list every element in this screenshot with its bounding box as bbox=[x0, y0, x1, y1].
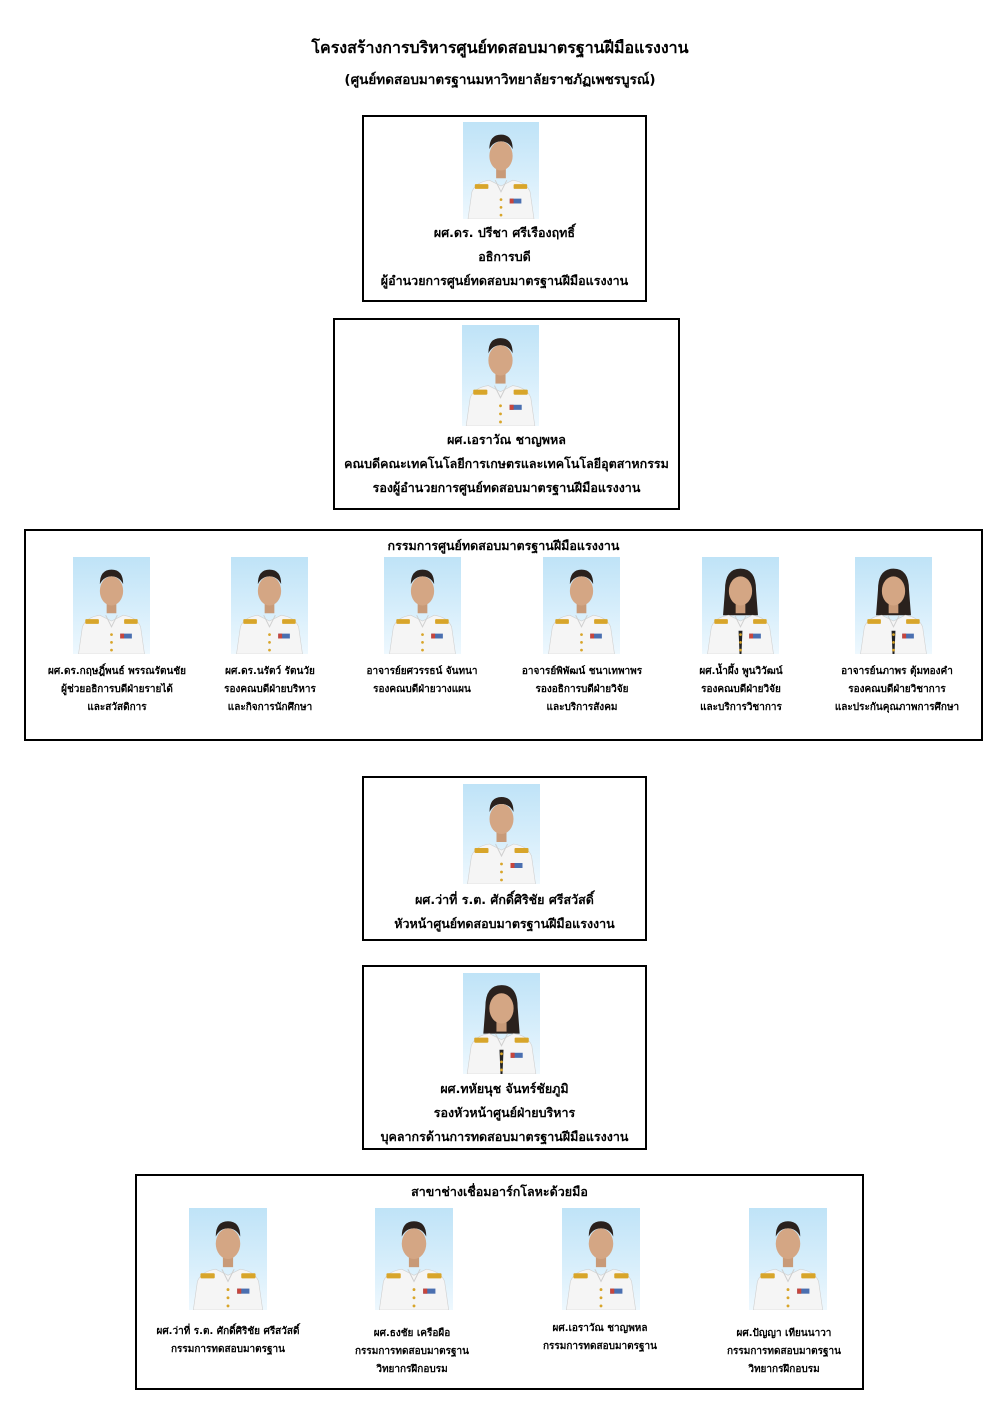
welding-photo bbox=[749, 1208, 827, 1310]
deputy-director-position: คณบดีคณะเทคโนโลยีการเกษตรและเทคโนโลยีอุต… bbox=[344, 456, 669, 471]
welding-member-name: ผศ.ธงชัย เครือผือ bbox=[373, 1328, 451, 1339]
committee-member-position-cont: และสวัสดิการ bbox=[87, 702, 147, 713]
deputy-head-role: บุคลากรด้านการทดสอบมาตรฐานฝีมือแรงงาน bbox=[380, 1129, 629, 1144]
welding-member-name: ผศ.ปัญญา เทียนนาวา bbox=[736, 1328, 832, 1339]
committee-member-position: รองคณบดีฝ่ายบริหาร bbox=[224, 684, 316, 695]
page-subtitle: (ศูนย์ทดสอบมาตรฐานมหาวิทยาลัยราชภัฏเพชรบ… bbox=[344, 72, 656, 88]
committee-member-position-cont: และประกันคุณภาพการศึกษา bbox=[834, 702, 960, 713]
committee-member-name: อาจารย์นภาพร ตุ้มทองคำ bbox=[841, 666, 953, 677]
center-head-photo bbox=[463, 784, 540, 884]
committee-photo bbox=[384, 557, 461, 654]
committee-photo bbox=[855, 557, 932, 654]
committee-photo bbox=[73, 557, 150, 654]
committee-member-position: รองอธิการบดีฝ่ายวิจัย bbox=[535, 684, 629, 695]
deputy-head-position: รองหัวหน้าศูนย์ฝ่ายบริหาร bbox=[433, 1105, 576, 1120]
welding-photo bbox=[562, 1208, 640, 1310]
welding-member-position: กรรมการทดสอบมาตรฐาน bbox=[726, 1346, 841, 1357]
committee-member-position-cont: และกิจการนักศึกษา bbox=[227, 702, 313, 713]
deputy-director-card: ผศ.เอราวัณ ชาญพหล คณบดีคณะเทคโนโลยีการเก… bbox=[333, 318, 680, 510]
committee-member-position: ผู้ช่วยอธิการบดีฝ่ายรายได้ bbox=[61, 684, 173, 695]
president-position: อธิการบดี bbox=[478, 249, 531, 264]
deputy-director-role: รองผู้อำนวยการศูนย์ทดสอบมาตรฐานฝีมือแรงง… bbox=[372, 480, 641, 495]
welding-member-position-cont: วิทยากรฝึกอบรม bbox=[376, 1364, 448, 1375]
welding-member-position-cont: วิทยากรฝึกอบรม bbox=[748, 1364, 820, 1375]
committee-member-position: รองคณบดีฝ่ายวางแผน bbox=[373, 684, 471, 695]
committee-member-name: ผศ.น้ำผึ้ง พูนวิวัฒน์ bbox=[699, 666, 783, 677]
deputy-head-photo bbox=[463, 973, 540, 1074]
president-name: ผศ.ดร. ปรีชา ศรีเรืองฤทธิ์ bbox=[433, 225, 576, 240]
center-head-name: ผศ.ว่าที่ ร.ต. ศักดิ์ศิริชัย ศรีสวัสดิ์ bbox=[415, 892, 594, 907]
committee-group: กรรมการศูนย์ทดสอบมาตรฐานฝีมือแรงงาน ผศ.ด… bbox=[24, 529, 983, 741]
president-role: ผู้อำนวยการศูนย์ทดสอบมาตรฐานฝีมือแรงงาน bbox=[380, 273, 629, 288]
center-head-card: ผศ.ว่าที่ ร.ต. ศักดิ์ศิริชัย ศรีสวัสดิ์ … bbox=[362, 776, 647, 941]
committee-title: กรรมการศูนย์ทดสอบมาตรฐานฝีมือแรงงาน bbox=[387, 538, 620, 553]
welding-member-name: ผศ.ว่าที่ ร.ต. ศักดิ์ศิริชัย ศรีสวัสดิ์ bbox=[156, 1326, 300, 1337]
president-photo bbox=[463, 122, 539, 219]
center-head-role: หัวหน้าศูนย์ทดสอบมาตรฐานฝีมือแรงงาน bbox=[394, 916, 615, 931]
committee-photo bbox=[702, 557, 779, 654]
president-card: ผศ.ดร. ปรีชา ศรีเรืองฤทธิ์ อธิการบดี ผู้… bbox=[362, 115, 647, 302]
deputy-head-name: ผศ.ทหัยนุช จันทร์ชัยภูมิ bbox=[440, 1081, 569, 1096]
deputy-head-card: ผศ.ทหัยนุช จันทร์ชัยภูมิ รองหัวหน้าศูนย์… bbox=[362, 965, 647, 1150]
welding-group: สาขาช่างเชื่อมอาร์กโลหะด้วยมือ ผศ.ว่าที่… bbox=[135, 1174, 864, 1390]
committee-member-name: ผศ.ดร.กฤษฎิ์พนธ์ พรรณรัตนชัย bbox=[47, 666, 187, 677]
committee-member-name: อาจารย์ยศวรรธน์ จันทนา bbox=[366, 666, 478, 677]
committee-photo bbox=[543, 557, 620, 654]
committee-member-position: รองคณบดีฝ่ายวิชาการ bbox=[848, 684, 946, 695]
welding-photo bbox=[189, 1208, 267, 1310]
welding-member-name: ผศ.เอราวัณ ชาญพหล bbox=[552, 1323, 648, 1334]
deputy-director-name: ผศ.เอราวัณ ชาญพหล bbox=[447, 432, 566, 447]
welding-title: สาขาช่างเชื่อมอาร์กโลหะด้วยมือ bbox=[411, 1184, 588, 1199]
welding-member-position: กรรมการทดสอบมาตรฐาน bbox=[170, 1344, 285, 1355]
deputy-director-photo bbox=[462, 325, 539, 426]
committee-member-name: อาจารย์พิพัฒน์ ชนาเทพาพร bbox=[521, 666, 643, 677]
welding-member-position: กรรมการทดสอบมาตรฐาน bbox=[354, 1346, 469, 1357]
page-title: โครงสร้างการบริหารศูนย์ทดสอบมาตรฐานฝีมือ… bbox=[311, 38, 689, 57]
committee-member-name: ผศ.ดร.นรัตว์ รัตนวัย bbox=[225, 666, 315, 677]
committee-member-position-cont: และบริการสังคม bbox=[546, 702, 618, 713]
committee-photo bbox=[231, 557, 308, 654]
committee-member-position: รองคณบดีฝ่ายวิจัย bbox=[701, 684, 781, 695]
welding-member-position: กรรมการทดสอบมาตรฐาน bbox=[542, 1341, 657, 1352]
welding-photo bbox=[375, 1208, 453, 1310]
committee-member-position-cont: และบริการวิชาการ bbox=[700, 702, 782, 713]
